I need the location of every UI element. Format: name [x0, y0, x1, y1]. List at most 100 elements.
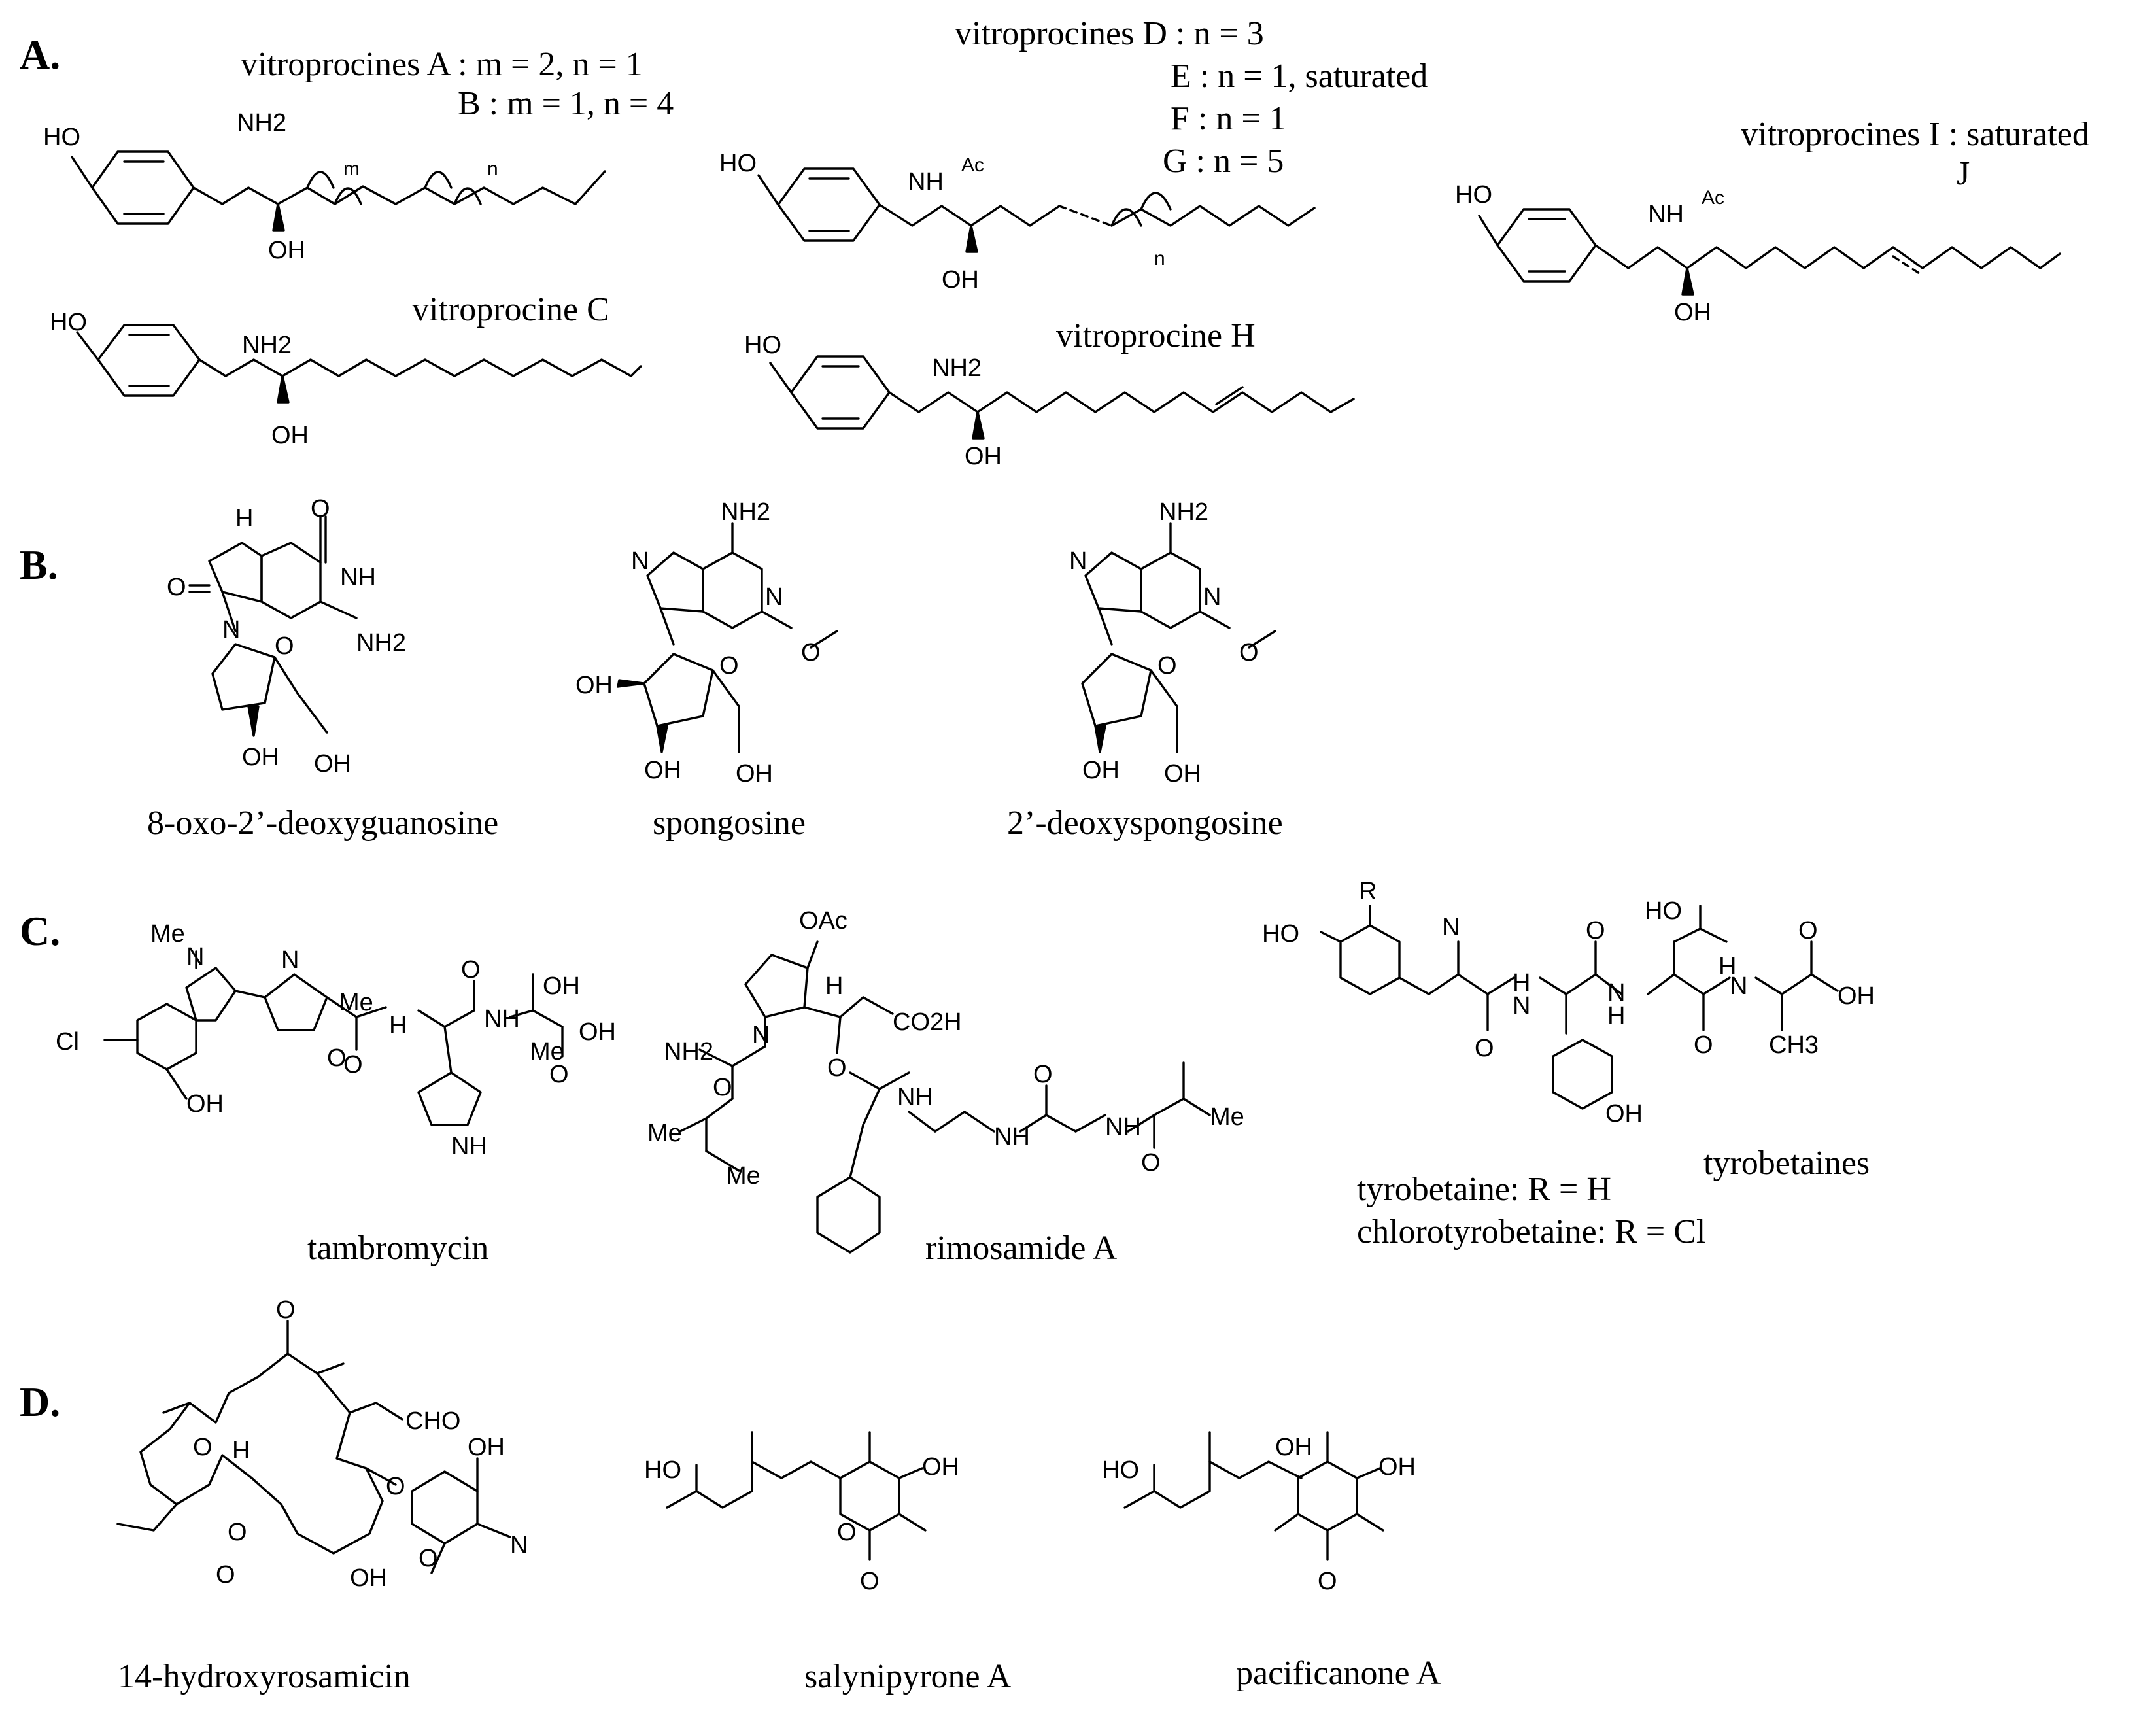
atom-n-indole: N: [186, 943, 204, 971]
atom-o-oxazoline: O: [327, 1044, 347, 1072]
atom-o-pyrone-ring: O: [837, 1519, 857, 1546]
structure-2-deoxyspongosine: NH2 N N O O OH OH: [1069, 498, 1276, 787]
atom-n-rimosamide: N: [752, 1022, 770, 1049]
atom-o-methoxy-spongosine: O: [801, 639, 821, 666]
structure-tyrobetaines: R HO N O H N O OH N H HO O H N O OH CH3: [1262, 878, 1875, 1128]
atom-nh2: NH2: [237, 109, 286, 137]
atom-nh2-oxo: NH2: [356, 629, 406, 657]
name-spongosine: spongosine: [653, 804, 806, 842]
atom-oac-rimosamide: OAc: [799, 907, 847, 935]
atom-oh-oxo-1: OH: [242, 744, 279, 771]
atom-o-rimosamide-4: O: [1141, 1149, 1161, 1177]
atom-oh-tambromycin-3: OH: [579, 1018, 616, 1046]
structure-vitroprocines-ab: HO NH2 OH m n: [43, 109, 606, 264]
atom-ho-pacificanone: HO: [1102, 1457, 1139, 1484]
panel-label-c: C.: [20, 908, 60, 954]
index-n-dg: n: [1154, 248, 1165, 269]
atom-cl-tambromycin: Cl: [56, 1028, 79, 1056]
note-tyrobetaine: tyrobetaine: R = H: [1357, 1171, 1611, 1208]
name-2-deoxyspongosine: 2’-deoxyspongosine: [1007, 804, 1283, 842]
atom-r-tyrobetaine: R: [1359, 878, 1377, 905]
name-pacificanone-a: pacificanone A: [1236, 1655, 1441, 1692]
atom-ch3-tyrobetaine: CH3: [1769, 1031, 1819, 1059]
atom-o-rimosamide-1: O: [827, 1054, 847, 1082]
atom-o-ring-deoxyspongosine: O: [1157, 652, 1177, 680]
atom-o-tyrobetaine-2: O: [1586, 917, 1605, 944]
atom-me-rimosamide-1: Me: [647, 1120, 682, 1147]
atom-oh: OH: [268, 237, 305, 264]
atom-h-tyrobetaine-2: H: [1607, 1002, 1625, 1029]
atom-n-tyrobetaine-3: N: [1607, 979, 1625, 1007]
header-vitroprocines-ij-1: vitroprocines I : saturated: [1741, 116, 2089, 153]
atom-o-tyrobetaine-4: O: [1798, 917, 1818, 944]
name-14-hydroxyrosamicin: 14-hydroxyrosamicin: [118, 1658, 411, 1695]
atom-o-tyrobetaine-3: O: [1694, 1031, 1713, 1059]
atom-oh-tambromycin-2: OH: [543, 973, 580, 1000]
structure-rimosamide-a: OAc H CO2H N O NH2 O Me Me NH NH O NH O …: [647, 907, 1244, 1254]
atom-ac-dg: Ac: [961, 154, 984, 176]
atom-oh-rosamicin-1: OH: [350, 1564, 387, 1592]
header-vitroprocines-dg-3: F : n = 1: [1171, 100, 1286, 137]
atom-ho-c: HO: [50, 309, 87, 336]
atom-nh2-h: NH2: [932, 354, 982, 382]
atom-o-ring-spongosine: O: [719, 652, 739, 680]
atom-ho: HO: [43, 124, 80, 151]
atom-oh-deoxyspongosine-2: OH: [1164, 760, 1201, 787]
atom-nh-oxo: NH: [340, 564, 376, 591]
atom-nh-ij: NH: [1648, 201, 1684, 228]
atom-nh-tambromycin: NH: [484, 1005, 520, 1033]
atom-oh-pacificanone-1: OH: [1275, 1434, 1312, 1461]
atom-o-rimosamide-3: O: [1033, 1061, 1053, 1088]
atom-nh-rimosamide-1: NH: [897, 1084, 933, 1111]
structure-salynipyrone-a: HO OH O O: [644, 1431, 959, 1595]
atom-oh-spongosine-2: OH: [644, 757, 681, 784]
panel-label-d: D.: [20, 1379, 60, 1425]
atom-n-deoxyspongosine-1: N: [1069, 547, 1087, 575]
atom-nh-dg: NH: [908, 168, 944, 196]
name-tyrobetaines: tyrobetaines: [1703, 1145, 1870, 1182]
note-chlorotyrobetaine: chlorotyrobetaine: R = Cl: [1357, 1213, 1705, 1250]
name-salynipyrone-a: salynipyrone A: [804, 1658, 1012, 1695]
atom-nh2-rimosamide: NH2: [664, 1038, 713, 1065]
structure-spongosine: NH2 N N O O OH OH OH: [575, 498, 838, 787]
atom-o-lactone: O: [228, 1519, 247, 1546]
atom-me-tambromycin-2: Me: [339, 989, 373, 1016]
atom-h-tyrobetaine-3: H: [1719, 953, 1736, 980]
index-n: n: [487, 158, 498, 180]
atom-n-rosamicin: N: [510, 1532, 528, 1559]
structure-vitroprocines-dg: HO NH Ac OH n: [719, 150, 1316, 294]
atom-oh-salynipyrone: OH: [922, 1453, 959, 1481]
atom-o-tambromycin-3: O: [549, 1061, 569, 1088]
header-vitroprocines-ij-2: J: [1957, 155, 1970, 192]
atom-o-carbonyl: O: [167, 574, 186, 601]
atom-me-rimosamide-2: Me: [726, 1162, 761, 1190]
atom-me-tambromycin: Me: [150, 920, 185, 948]
atom-n-tyrobetaine-2: N: [1513, 992, 1530, 1020]
structure-8-oxo-2-deoxyguanosine: H O NH NH2 O N O OH OH: [167, 495, 406, 778]
atom-nh2-deoxyspongosine: NH2: [1159, 498, 1208, 526]
atom-o-rimosamide-2: O: [713, 1074, 732, 1101]
atom-oh-tyrobetaine-2: OH: [1838, 982, 1875, 1010]
atom-n-tyrobetaine: N: [1442, 914, 1460, 941]
atom-me-rimosamide-3: Me: [1210, 1103, 1244, 1131]
atom-oh-tyrobetaine-1: OH: [1605, 1100, 1643, 1128]
atom-o-tyrobetaine-1: O: [1475, 1035, 1494, 1062]
atom-oh-ij: OH: [1674, 299, 1711, 326]
atom-n-oxo: N: [222, 616, 240, 644]
structure-vitroprocine-c: HO NH2 OH: [50, 309, 642, 449]
atom-oh-h: OH: [965, 443, 1002, 470]
atom-n-spongosine-2: N: [765, 583, 783, 611]
atom-oh-spongosine-1: OH: [575, 672, 613, 699]
header-vitroprocines-ab-1: vitroprocines A : m = 2, n = 1: [241, 46, 643, 83]
atom-co2h-rimosamide: CO2H: [893, 1009, 962, 1036]
atom-nh-rimosamide-3: NH: [1105, 1113, 1141, 1141]
atom-n-deoxyspongosine-2: N: [1203, 583, 1221, 611]
structure-tambromycin: Me N Cl OH N O Me H O O NH NH OH Me OH O: [56, 920, 616, 1160]
atom-oh-dg: OH: [942, 266, 979, 294]
panel-label-b: B.: [20, 542, 58, 588]
atom-me-tambromycin-3: Me: [530, 1038, 564, 1065]
atom-oh-pacificanone-2: OH: [1378, 1453, 1416, 1481]
name-tambromycin: tambromycin: [307, 1230, 488, 1267]
atom-nh-pyrrolidine: NH: [451, 1133, 487, 1160]
